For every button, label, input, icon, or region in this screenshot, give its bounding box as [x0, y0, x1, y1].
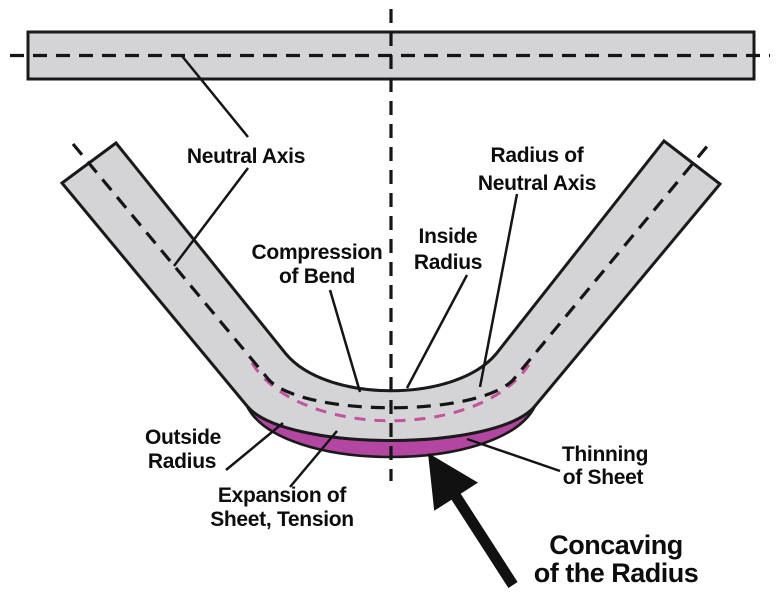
bent-sheet-shape	[59, 138, 723, 442]
leader-compression	[328, 289, 362, 393]
label-radius-of-neutral-axis-line2: Neutral Axis	[478, 172, 596, 195]
label-thinning-line2: of Sheet	[563, 466, 644, 489]
label-thinning-line1: Thinning	[562, 443, 648, 466]
label-concaving-line2: of the Radius	[534, 558, 699, 588]
leader-neutral-axis-bent	[173, 167, 249, 267]
label-inside-radius-line1: Inside	[419, 225, 478, 248]
label-neutral-axis: Neutral Axis	[187, 145, 305, 168]
label-expansion-line2: Sheet, Tension	[210, 508, 354, 531]
label-radius-of-neutral-axis-line1: Radius of	[491, 144, 585, 167]
label-compression-line2: of Bend	[279, 265, 355, 288]
leader-thinning	[466, 437, 561, 473]
label-outside-radius-line1: Outside	[145, 426, 221, 449]
leader-expansion	[289, 430, 338, 488]
bent-neutral-axis-dashed-line	[71, 142, 711, 410]
label-expansion-line1: Expansion of	[218, 484, 348, 507]
concave-arrow	[428, 453, 518, 588]
leader-outside-radius	[225, 422, 284, 471]
leader-radius-of-neutral-axis	[478, 193, 519, 388]
leader-neutral-axis-flat	[181, 55, 249, 138]
label-concaving-line1: Concaving	[549, 530, 683, 560]
leader-inside-radius	[405, 274, 469, 389]
label-compression-line1: Compression	[252, 241, 383, 264]
label-outside-radius-line2: Radius	[148, 450, 216, 473]
label-inside-radius-line2: Radius	[414, 251, 482, 274]
